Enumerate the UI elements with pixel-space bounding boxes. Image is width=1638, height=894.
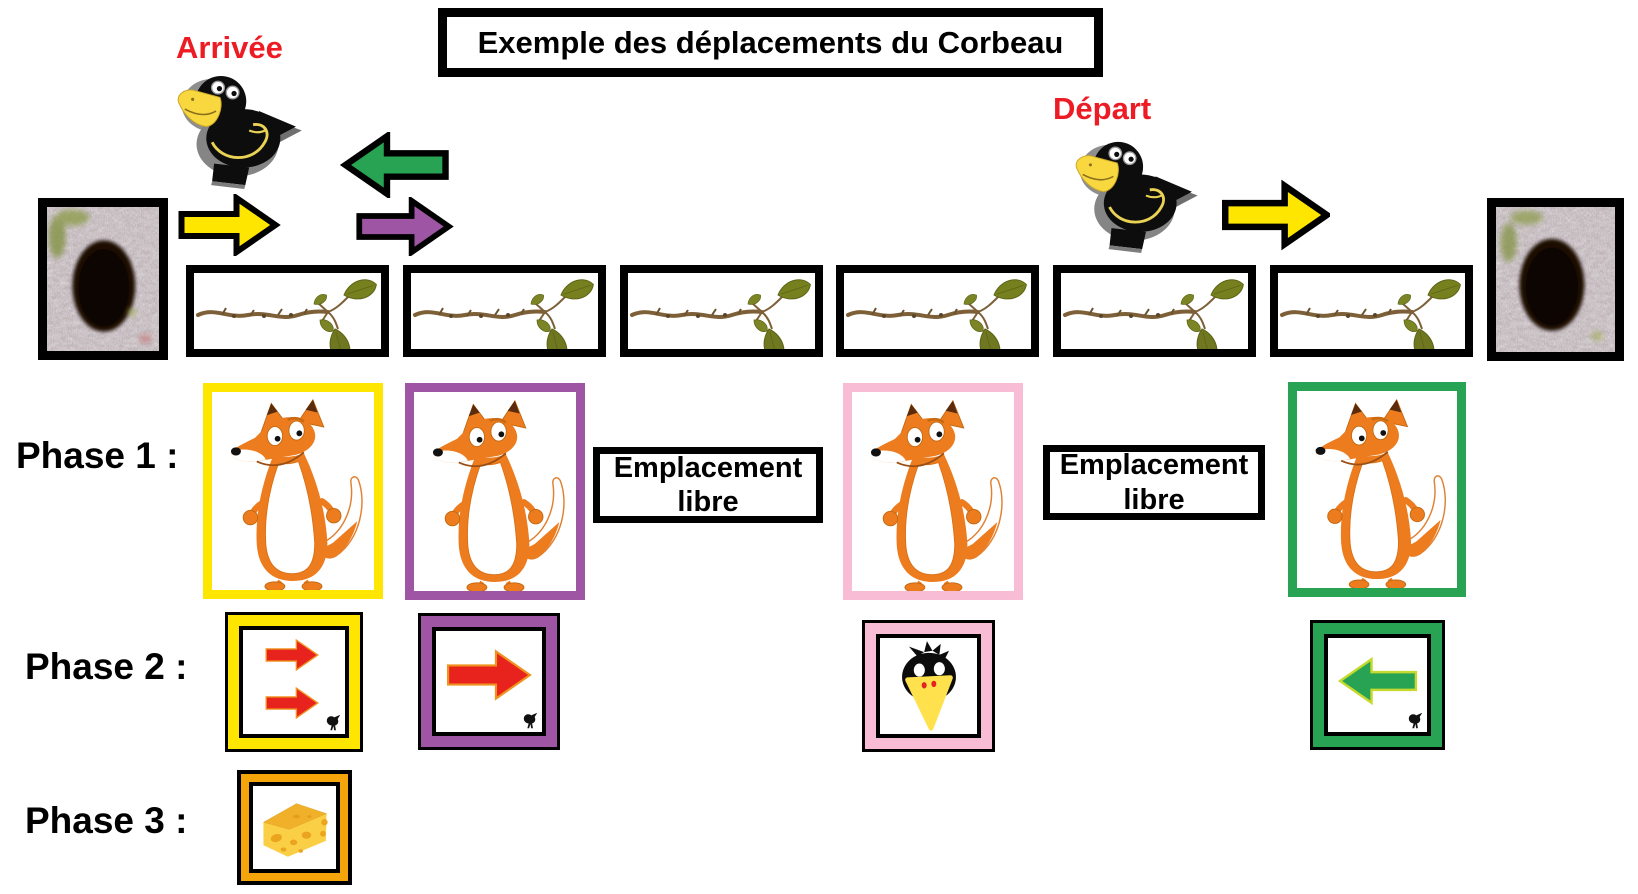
phase1-label: Phase 1 : (16, 435, 179, 476)
phase2-card-green-left-arrow (1310, 620, 1445, 750)
purple-right-arrow-icon (336, 197, 472, 256)
red-right-arrow-icon (442, 648, 536, 702)
card-face (1324, 634, 1431, 736)
card-face (432, 627, 546, 736)
tree-hole-right (1487, 198, 1624, 361)
phase1-card-yellow-fox (203, 383, 383, 599)
branch-cell-3 (620, 265, 823, 357)
mini-crow-icon (323, 713, 342, 732)
departure-label: Départ (1053, 91, 1152, 126)
title-box: Exemple des déplacements du Corbeau (438, 8, 1103, 77)
fox-icon (217, 398, 369, 590)
green-left-arrow-icon (323, 132, 468, 198)
cheese-icon (258, 795, 332, 861)
crow-piece-arrival-icon (163, 74, 310, 189)
phase2-card-purple-one-arrow (418, 613, 560, 750)
free-slot-line1: Emplacement (613, 451, 803, 484)
card-face (876, 634, 981, 738)
branch-cell-5 (1053, 265, 1256, 357)
free-slot-line2: libre (677, 486, 739, 518)
phase2-card-yellow-two-arrows (225, 612, 363, 752)
arrival-label: Arrivée (176, 30, 283, 65)
phase3-label: Phase 3 : (25, 800, 188, 841)
card-face (239, 626, 349, 738)
branch-icon (1278, 273, 1465, 349)
branch-icon (844, 273, 1031, 349)
yellow-right-arrow-2-icon (1222, 176, 1330, 254)
tree-hole-left (38, 198, 168, 360)
tree-hole-icon (1496, 207, 1615, 352)
fox-icon (857, 399, 1009, 591)
red-right-arrow-icon (248, 638, 336, 672)
free-slot-box-2: Emplacement libre (1043, 445, 1265, 520)
phase2-card-pink-crow-head (862, 620, 995, 752)
phase1-card-green-fox (1288, 382, 1466, 597)
fox-icon (419, 399, 571, 591)
phase1-card-pink-fox (843, 383, 1023, 600)
crow-piece-departure-icon (1061, 140, 1206, 253)
branch-icon (194, 273, 381, 349)
branch-icon (411, 273, 598, 349)
branch-icon (628, 273, 815, 349)
mini-crow-icon (1405, 711, 1424, 730)
free-slot-line2: libre (1123, 483, 1185, 516)
mini-crow-icon (520, 711, 539, 730)
yellow-right-arrow-icon (172, 194, 285, 256)
branch-cell-1 (186, 265, 389, 357)
branch-cell-4 (836, 265, 1039, 357)
branch-cell-6 (1270, 265, 1473, 357)
free-slot-box-1: Emplacement libre (593, 447, 823, 523)
fox-icon (1302, 398, 1452, 588)
crow-head-icon (891, 638, 967, 734)
card-face (249, 782, 340, 873)
branch-icon (1061, 273, 1248, 349)
tree-hole-icon (47, 207, 159, 351)
free-slot-line1: Emplacement (1059, 449, 1249, 482)
branch-cell-2 (403, 265, 606, 357)
phase1-card-purple-fox (405, 383, 585, 600)
diagram-title: Exemple des déplacements du Corbeau (477, 24, 1064, 60)
phase3-card-cheese (237, 770, 352, 885)
green-left-arrow-card-icon (1335, 656, 1421, 706)
phase2-label: Phase 2 : (25, 646, 188, 687)
